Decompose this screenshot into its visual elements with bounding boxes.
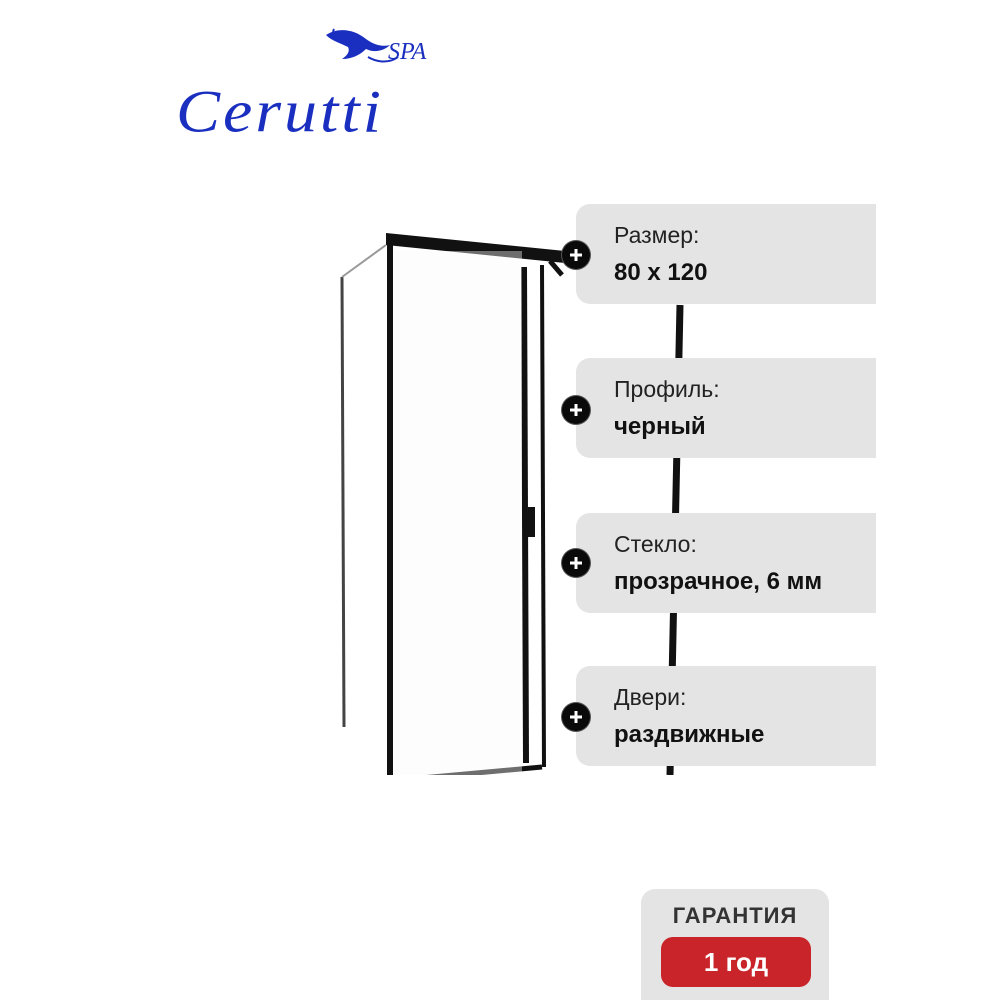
spec-card-profile: Профиль: черный: [576, 358, 876, 458]
plus-circle-icon: [562, 241, 590, 269]
warranty-block: ГАРАНТИЯ 1 год: [641, 889, 829, 1000]
spec-card-doors: Двери: раздвижные: [576, 666, 876, 766]
spec-value: прозрачное, 6 мм: [614, 568, 823, 595]
spec-card-glass: Стекло: прозрачное, 6 мм: [576, 513, 876, 613]
spec-value: черный: [614, 413, 706, 440]
brand-logo: SPA Cerutti: [170, 25, 450, 145]
spec-value: 80 х 120: [614, 259, 708, 286]
spec-label: Профиль:: [614, 376, 720, 402]
spec-card-size: Размер: 80 х 120: [576, 204, 876, 304]
spec-value: раздвижные: [614, 721, 765, 748]
warranty-badge: 1 год: [661, 937, 811, 987]
dolphin-icon: [326, 28, 399, 63]
plus-circle-icon: [562, 396, 590, 424]
spec-label: Двери:: [614, 684, 687, 710]
plus-circle-icon: [562, 703, 590, 731]
brand-suffix: SPA: [388, 39, 427, 65]
spec-label: Размер:: [614, 222, 700, 248]
brand-name: Cerutti: [176, 77, 385, 146]
spec-label: Стекло:: [614, 531, 697, 557]
plus-circle-icon: [562, 549, 590, 577]
warranty-title: ГАРАНТИЯ: [672, 903, 798, 928]
